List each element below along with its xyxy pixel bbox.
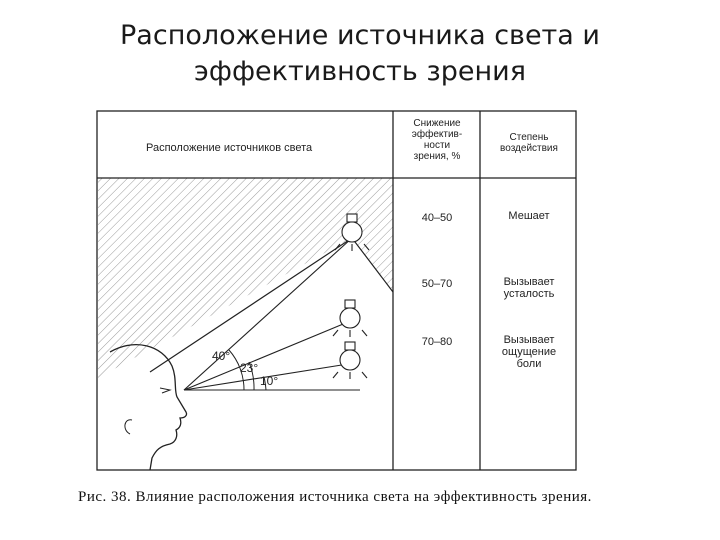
ear-icon [124,419,133,435]
effect-line: Вызывает [503,334,555,346]
col2-header-line: ности [423,140,451,151]
effect-value: Вызывает ощущение боли [484,334,574,370]
slide-title: Расположение источника света и эффективн… [0,18,720,90]
eye-icon [159,387,172,394]
effect-line: ощущение [501,346,557,358]
effect-line: усталость [503,288,555,300]
reduction-value: 40–50 [421,212,453,224]
col3-header-line: Степень [509,132,549,143]
bulb-icon [332,299,368,337]
angle-label-23: 23° [240,361,258,375]
effect-line: боли [516,358,542,370]
sight-lines [183,237,360,391]
glare-zone-hatching [98,178,393,378]
bulb-icon [332,341,368,379]
head-profile [109,344,188,471]
col2-header-line: эффектив- [411,129,463,140]
angle-label-10: 10° [260,374,278,388]
col2-header-line: Снижение [413,118,461,129]
reduction-value: 50–70 [421,278,453,290]
col3-header-line: воздействия [500,143,558,154]
col1-header: Расположение источников света [146,142,313,154]
effect-value: Мешает [484,210,574,222]
angle-label-40: 40° [212,349,230,363]
angle-arcs [228,349,267,391]
col3-header: Степень воздействия [484,132,574,154]
col2-header: Снижение эффектив- ности зрения, % [397,118,477,162]
bulb-icon [334,213,370,251]
slide-title-line-2: эффективность зрения [194,56,526,87]
slide-title-line-1: Расположение источника света и [120,20,600,51]
effect-line: Вызывает [503,276,555,288]
effect-value: Вызывает усталость [484,276,574,300]
col2-header-line: зрения, % [413,151,461,162]
table-frame [96,110,577,471]
effect-line: Мешает [508,210,550,222]
figure-caption: Рис. 38. Влияние расположения источника … [78,489,592,505]
comfort-zone [98,238,393,470]
reduction-value: 70–80 [421,336,453,348]
